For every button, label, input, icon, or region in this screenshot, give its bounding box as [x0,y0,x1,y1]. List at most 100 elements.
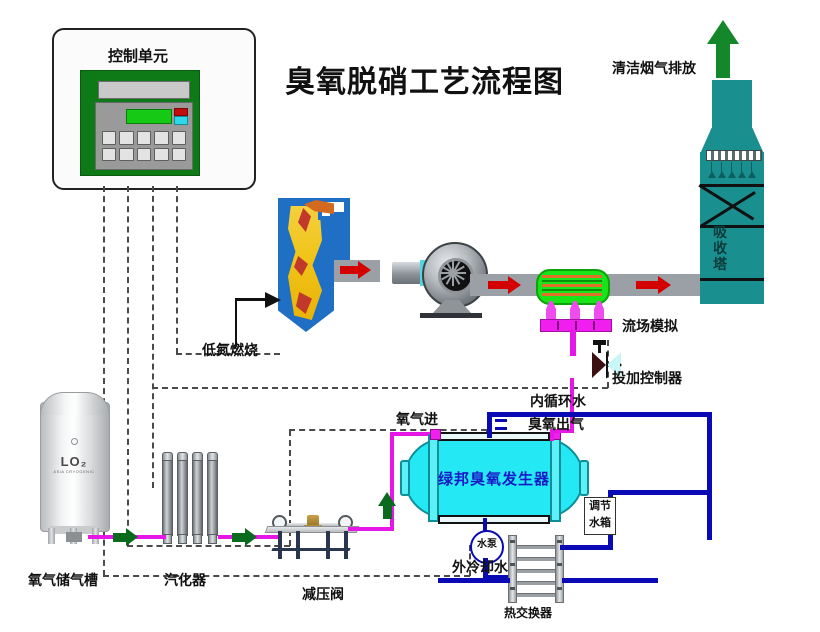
vaporizer-fin [207,460,218,536]
tower-label: 吸收塔 [713,224,727,272]
induced-draft-fan[interactable] [392,234,488,330]
external-cooling-water-out [562,578,658,583]
keypad-key[interactable] [171,131,186,145]
module-line [542,280,602,282]
control-wire-h-pump [103,575,470,577]
control-wire-riser-ozone [289,430,291,546]
ozone-riser-to-valve [570,378,574,433]
tower-transition [700,128,764,154]
vaporizer-fin [192,460,203,536]
vaporizer-foot [208,534,217,544]
spray-header [706,150,762,161]
pressure-reducing-valve-skid[interactable] [264,512,360,560]
tank-shell [40,402,110,532]
skid-leg [278,531,282,559]
valve-body-right [607,352,621,378]
control-wire-2 [127,186,129,546]
hx-plate [517,593,555,597]
hx-bolt [510,563,515,566]
tank-dome [40,392,110,415]
tower-band [700,225,764,228]
dosing-controller-label: 投加控制器 [612,370,682,386]
keypad-key[interactable] [136,131,152,145]
injection-header-bar [540,319,612,332]
control-panel-inner [87,77,195,171]
hx-bolt [557,563,562,566]
hx-to-tank-riser [608,530,613,550]
keypad-key[interactable] [154,131,169,145]
vaporizer-fin [162,460,173,536]
fan-inlet-pipe [392,262,426,284]
pump-to-hx [483,558,488,580]
generator-end-cap [579,460,589,496]
fan-support [432,300,472,314]
absorption-tower[interactable] [698,80,764,304]
tank-outlet-valve [66,532,82,542]
valve-body-left [592,352,606,378]
ozone-outlet-run [550,429,574,433]
oxygen-line-to-generator [390,432,434,436]
keypad-key[interactable] [136,147,152,161]
flow-field-injection-module[interactable] [536,269,610,305]
ozone-generator[interactable]: 绿邦臭氧发生器 [400,429,589,524]
control-wire-h-ozone [127,545,290,547]
reducing-valve-label: 减压阀 [302,586,344,602]
injection-nozzle-icon [570,301,580,319]
internal-water-left-drop [487,412,492,438]
vaporizer-label: 汽化器 [164,572,206,588]
oxygen-inlet-port [430,429,441,440]
vaporizer-foot [178,534,187,544]
water-tank-label-line1: 调节 [589,500,611,512]
liquid-oxygen-tank[interactable]: LO₂ ASIA CRYOGENIC [40,392,110,544]
heat-exchanger-label: 热交换器 [504,606,553,620]
panel-lcd-display [126,109,172,124]
keypad-key[interactable] [119,131,134,145]
injection-nozzle-icon [546,301,556,319]
module-stripe [542,275,602,278]
module-stripe [542,284,602,287]
vaporizer[interactable] [160,450,226,544]
control-panel[interactable] [80,70,200,176]
electrode-tick [495,419,507,422]
hx-bolt [510,540,515,543]
keypad-key[interactable] [154,147,169,161]
fan-blade [452,260,454,273]
skid-leg [344,531,348,559]
internal-water-right-drop [707,412,712,540]
spray-droplets [708,162,758,180]
panel-keypad[interactable] [102,131,186,161]
vaporizer-foot [193,534,202,544]
fan-base [420,313,482,318]
valve-stem [598,344,601,353]
generator-bottom-rack [438,515,550,524]
internal-water-label: 内循环水 [530,393,586,409]
generator-drain-drop [483,518,487,532]
hx-end-plate [508,535,517,603]
control-wire-riser-pumpline [469,545,471,576]
boiler-label: 低氮燃烧 [202,342,258,358]
regulating-water-tank[interactable]: 调节 水箱 [584,497,616,535]
water-pump-label: 水泵 [477,539,497,550]
control-wire-1 [103,186,105,576]
keypad-key[interactable] [102,147,117,161]
skid-leg [296,531,300,559]
electrode-tick [495,427,507,430]
control-wire-3 [152,186,154,488]
hx-bolt [557,587,562,590]
hx-plate [517,569,555,573]
keypad-key[interactable] [119,147,134,161]
clean-gas-label: 清洁烟气排放 [612,60,696,76]
heat-exchanger[interactable] [508,535,564,603]
hx-to-tank-run [560,545,612,550]
valve-actuator [593,340,606,345]
external-cooling-water-in [438,578,510,583]
keypad-key[interactable] [102,131,117,145]
ozone-outlet-drop [550,429,554,441]
tank-header-run [608,490,712,495]
keypad-key[interactable] [171,147,186,161]
tank-nozzle-icon [71,438,78,445]
tank-submarking: ASIA CRYOGENIC [53,469,95,474]
tower-stack [712,80,752,132]
control-wire-4 [176,186,178,354]
